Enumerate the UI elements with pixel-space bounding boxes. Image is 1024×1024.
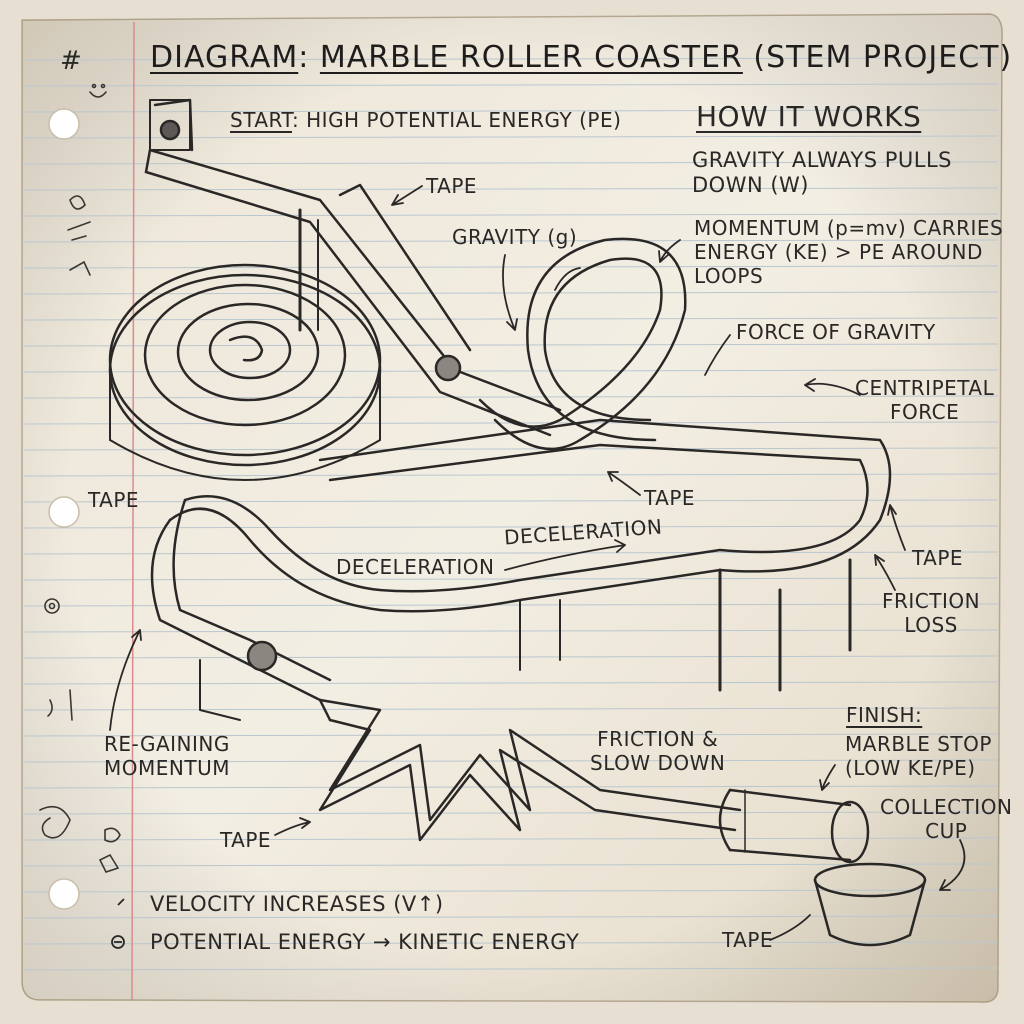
ruled-lines [23,57,999,971]
ruled-line [23,135,999,139]
tape-label-top: TAPE [426,174,478,198]
collection-cup-label: COLLECTION CUP [880,795,1013,843]
ruled-line [23,369,999,373]
punch-hole-bottom [48,878,80,910]
zigzag-track [318,698,742,842]
margin-line [131,21,135,1001]
diagram-title: DIAGRAM: MARBLE ROLLER COASTER (STEM PRO… [150,40,1012,75]
ruled-line [23,655,999,659]
tape-label-bottom-left: TAPE [220,828,272,852]
punch-hole-top [48,108,80,140]
punch-hole-middle [48,496,80,528]
ruled-line [23,109,999,113]
ruled-line [23,57,999,61]
ruled-line [23,941,999,945]
ruled-line [23,785,999,789]
collection-cup [813,862,927,947]
ruled-line [23,889,999,893]
finish-text: MARBLE STOP (LOW KE/PE) [845,732,992,780]
marble-start [159,119,181,141]
finish-tube [718,788,870,864]
ruled-line [23,863,999,867]
tape-label-bottom-right: TAPE [722,928,774,952]
title-part-diagram: DIAGRAM [150,40,299,75]
ruled-line [23,343,999,347]
start-label: START: HIGH POTENTIAL ENERGY (PE) [230,108,621,132]
start-colon: : [292,108,307,132]
force-of-gravity-label: FORCE OF GRAVITY [736,320,936,344]
how-gravity-text: GRAVITY ALWAYS PULLS DOWN (W) [692,148,953,198]
marble-top [434,354,462,382]
margin-doodles [39,83,121,873]
finish-label: FINISH: [846,703,923,727]
hash-doodle: # [60,46,83,76]
title-colon: : [298,40,320,75]
ruled-line [23,707,999,711]
spiral-track [108,263,382,481]
title-part-subject: MARBLE ROLLER COASTER [319,40,743,75]
ruled-line [23,239,999,243]
ruled-line [23,967,999,971]
centripetal-force-label: CENTRIPETAL FORCE [855,376,995,424]
ruled-line [23,759,999,763]
gravity-g-label: GRAVITY (g) [452,225,578,249]
ruled-line [23,551,999,555]
ruled-line [23,213,999,217]
tape-label-left: TAPE [88,488,140,512]
marbles [159,119,462,672]
friction-loss-label: FRICTION LOSS [882,589,981,637]
regaining-momentum-label: RE-GAINING MOMENTUM [104,732,230,780]
s-curve-track [150,418,892,721]
ruled-line [23,577,999,581]
ruled-line [23,603,999,607]
friction-slow-down-label: FRICTION & SLOW DOWN [590,727,726,775]
ruled-line [23,187,999,191]
how-momentum-text: MOMENTUM (p=mv) CARRIES ENERGY (KE) > PE… [694,216,1004,288]
ruled-line [23,473,999,477]
ruled-line [23,447,999,451]
velocity-note: VELOCITY INCREASES (V↑) [150,892,444,916]
ruled-line [23,83,999,87]
ruled-line [23,395,999,399]
deceleration-label-1: DECELERATION [336,555,495,579]
annotation-arrows [109,185,966,941]
energy-note: POTENTIAL ENERGY → KINETIC ENERGY [150,930,580,954]
start-prefix: START [230,108,293,132]
ruled-line [23,265,999,269]
ruled-line [23,837,999,841]
ruled-line [23,291,999,295]
ruled-line [23,629,999,633]
tape-label-middle: TAPE [644,486,696,510]
marble-bottom [246,640,278,672]
loop-track [478,237,687,451]
ruled-line [23,499,999,503]
ruled-line [23,525,999,529]
ruled-line [23,161,999,165]
bullet-marks [111,898,125,949]
ruled-line [23,681,999,685]
how-it-works-title: HOW IT WORKS [696,100,922,133]
ruled-line [23,915,999,919]
start-text: HIGH POTENTIAL ENERGY (PE) [306,108,622,132]
tape-label-right: TAPE [912,546,964,570]
title-part-project: (STEM PROJECT) [753,40,1013,75]
